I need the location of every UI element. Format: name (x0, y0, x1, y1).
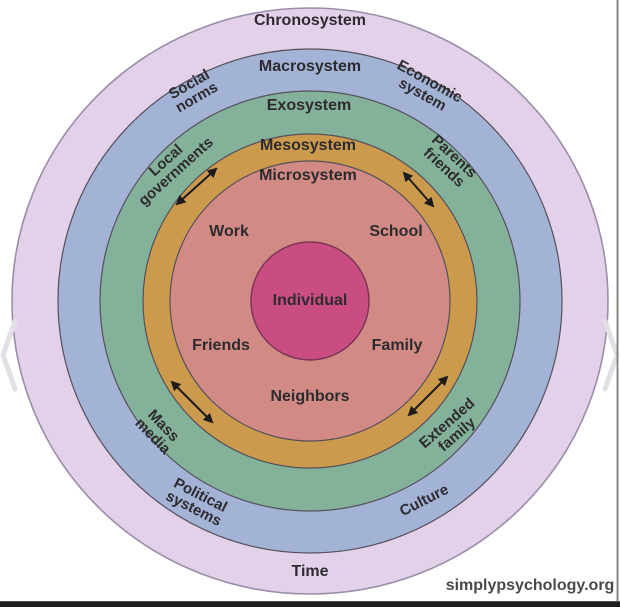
individual-label: Individual (273, 292, 348, 309)
mesosystem-arrow-bottom-left (170, 380, 214, 424)
macrosystem-label: Macrosystem (259, 58, 361, 75)
individual-circle (250, 241, 370, 361)
school-label: School (369, 223, 422, 240)
friends-label: Friends (192, 337, 250, 354)
exosystem-label: Exosystem (267, 97, 352, 114)
chevron-left-icon[interactable] (0, 318, 18, 392)
mesosystem-arrow-top-left (175, 167, 218, 206)
mesosystem-label: Mesosystem (260, 137, 356, 154)
neighbors-label: Neighbors (270, 388, 349, 405)
watermark-text: simplypsychology.org (446, 577, 615, 594)
chronosystem-label: Chronosystem (254, 12, 366, 29)
mesosystem-arrow-top-right (402, 171, 435, 208)
mesosystem-arrow-bottom-right (407, 375, 449, 417)
bottom-bar-highlight (0, 601, 620, 602)
family-label: Family (372, 337, 423, 354)
work-label: Work (209, 223, 249, 240)
bottom-bar (0, 602, 620, 607)
right-edge-line (616, 0, 619, 607)
microsystem-label: Microsystem (259, 167, 357, 184)
time-label: Time (291, 563, 328, 580)
chevron-right-icon[interactable] (602, 318, 620, 392)
